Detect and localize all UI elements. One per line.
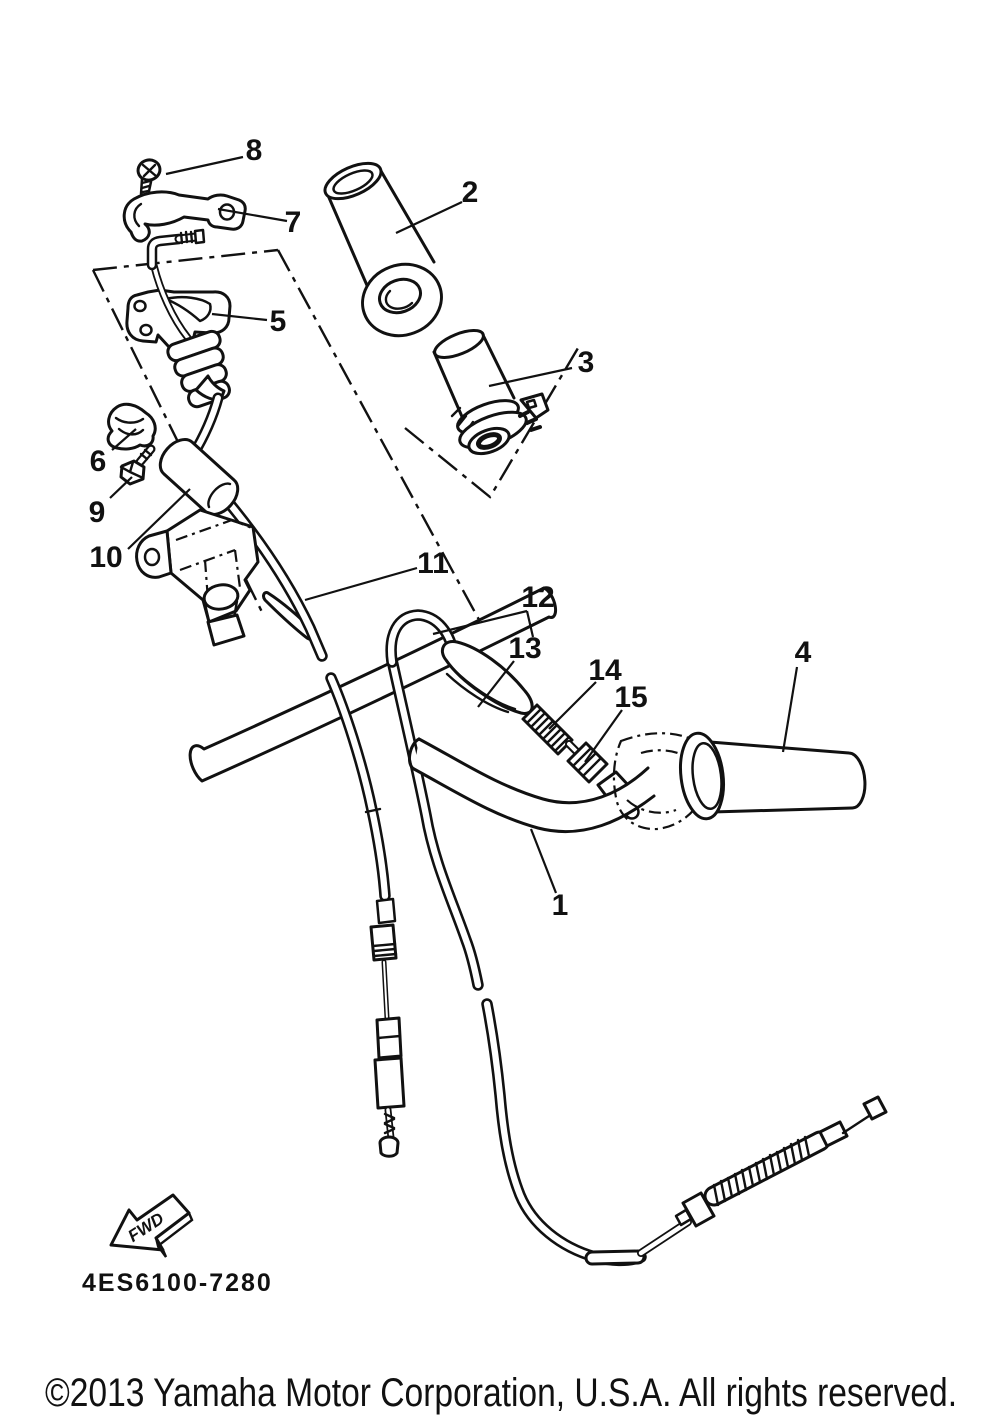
leader-10	[127, 488, 191, 550]
callout-13: 13	[508, 632, 541, 665]
leader-14	[548, 681, 597, 730]
leader-13	[477, 660, 515, 708]
callout-6: 6	[90, 445, 107, 478]
cable-adjuster	[521, 703, 581, 756]
callout-5: 5	[270, 305, 287, 338]
handlebar-upper-segment	[188, 586, 558, 783]
leader-11	[304, 566, 418, 602]
coil-spring-ribs	[712, 1135, 811, 1207]
cable-holder-hook	[122, 190, 247, 243]
leader-3	[488, 366, 573, 388]
callout-3: 3	[578, 346, 595, 379]
callout-7: 7	[285, 206, 302, 239]
leader-1	[529, 828, 558, 894]
right-grip	[679, 731, 867, 821]
leader-5	[211, 312, 268, 322]
throttle-tube	[432, 329, 550, 456]
phantom-line	[404, 347, 580, 499]
lever-holder-bracket	[135, 508, 260, 647]
leader-2	[395, 201, 463, 234]
clutch-cable	[218, 491, 391, 902]
leader-7	[217, 207, 288, 223]
callouts: 1 2 3 4 5 6 7 8 9 10 11 12 13 14 15	[89, 134, 812, 922]
leader-4	[781, 666, 799, 753]
leader-15	[584, 709, 623, 763]
callout-15: 15	[614, 681, 647, 714]
phantom-line	[276, 249, 492, 641]
phantom-line	[92, 248, 279, 272]
left-grip	[323, 161, 443, 338]
leader-8	[165, 155, 244, 176]
callout-11: 11	[417, 547, 449, 580]
callout-9: 9	[89, 496, 106, 529]
callout-14: 14	[588, 654, 622, 687]
leader-12	[432, 609, 535, 638]
cable-holder-sleeve	[158, 438, 240, 516]
fwd-arrow: FWD	[109, 1193, 194, 1258]
callout-8: 8	[246, 134, 263, 167]
lever-clamp-piece	[106, 402, 157, 451]
clutch-cable-end-fittings	[369, 897, 406, 1158]
callout-2: 2	[462, 176, 479, 209]
diagram-part-code: 4ES6100-7280	[82, 1269, 273, 1297]
leader-lines	[109, 155, 799, 894]
cable-upper-end	[146, 228, 206, 342]
throttle-cable-carb-end	[637, 1095, 888, 1257]
callout-1: 1	[552, 889, 569, 922]
callout-12: 12	[521, 581, 554, 614]
copyright-text: ©2013 Yamaha Motor Corporation, U.S.A. A…	[45, 1370, 957, 1414]
leader-6	[111, 428, 137, 451]
callout-4: 4	[795, 636, 812, 669]
clamp-screw	[136, 158, 162, 198]
callout-10: 10	[89, 541, 122, 574]
throttle-cable-boot	[441, 640, 534, 715]
holder-screw	[119, 444, 156, 486]
leader-9	[109, 476, 133, 499]
throttle-cable	[385, 609, 647, 1267]
